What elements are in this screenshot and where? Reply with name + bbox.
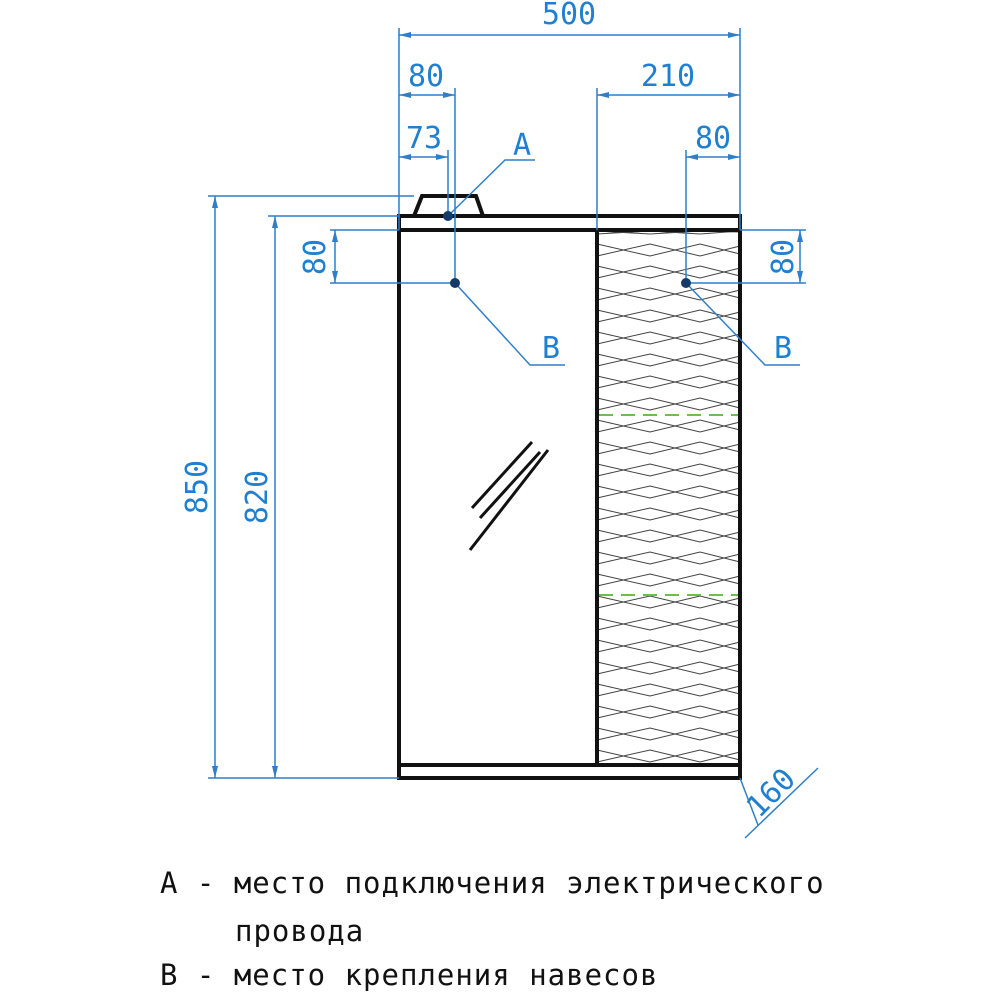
hatch-line (596, 353, 741, 367)
callout-b-right: B (774, 331, 792, 366)
hatch-line (596, 639, 741, 653)
hatch-line (596, 595, 741, 609)
dim-total-height: 850 (180, 460, 215, 514)
hatch-line (596, 551, 741, 565)
hatch-line (596, 727, 741, 741)
dim-depth: 160 (740, 762, 803, 825)
hatch-line (596, 551, 741, 565)
hatch-line (596, 639, 741, 653)
hatch-line (596, 617, 741, 631)
hatch-line (596, 683, 741, 697)
hatch-line (596, 397, 741, 411)
dimension-arrows (212, 32, 803, 778)
hatch-pattern (596, 230, 741, 763)
hatch-line (596, 617, 741, 631)
callout-b-left: B (542, 331, 560, 366)
dim-right-vertical-80: 80 (766, 239, 801, 275)
hatch-line (596, 573, 741, 587)
shelf-guides (599, 414, 738, 596)
dim-right-210: 210 (641, 59, 695, 94)
hatch-line (596, 309, 741, 323)
dim-left-vertical-80: 80 (298, 239, 333, 275)
dim-right-80: 80 (695, 121, 731, 156)
hatch-line (596, 485, 741, 499)
connection-point-a (443, 211, 453, 221)
hatch-line (596, 507, 741, 521)
legend-line-b: В - место крепления навесов (160, 958, 659, 992)
hatch-line (596, 463, 741, 477)
hatch-line (596, 529, 741, 543)
mirror-reflection-icon (468, 440, 550, 551)
hatch-line (596, 331, 741, 345)
hatch-line (596, 265, 741, 279)
hanger-point-b-left (450, 278, 460, 288)
hatch-line (596, 529, 741, 543)
hatch-line (596, 683, 741, 697)
hatch-line (596, 397, 741, 411)
dim-body-height: 820 (240, 470, 275, 524)
lamp (412, 194, 485, 217)
hatch-line (596, 265, 741, 279)
callout-a: A (513, 128, 531, 163)
hatch-line (596, 419, 741, 433)
hatch-line (596, 573, 741, 587)
hatch-line (596, 243, 741, 257)
hatch-line (596, 463, 741, 477)
hatch-line (596, 331, 741, 345)
hatch-line (596, 243, 741, 257)
hatch-line (596, 287, 741, 301)
hatch-line (596, 661, 741, 675)
dim-left-80: 80 (408, 59, 444, 94)
hatch-line (596, 375, 741, 389)
hatch-line (596, 441, 741, 455)
hatch-line (596, 749, 741, 763)
mount-points (443, 211, 691, 288)
hatch-line (596, 230, 741, 235)
hatch-line (596, 287, 741, 301)
hatch-line (596, 749, 741, 763)
hatch-line (596, 375, 741, 389)
hatch-line (596, 705, 741, 719)
hatch-line (596, 419, 741, 433)
hatch-line (596, 353, 741, 367)
hatch-line (596, 595, 741, 609)
dim-left-73: 73 (406, 121, 442, 156)
legend-line-a-cont: провода (235, 914, 365, 948)
cabinet-body (397, 228, 742, 780)
hatch-line (596, 441, 741, 455)
hatch-line (596, 661, 741, 675)
hatch-line (596, 507, 741, 521)
dimension-lines (208, 28, 819, 839)
legend-line-a: А - место подключения электрического (160, 866, 825, 900)
hatch-line (596, 705, 741, 719)
dim-total-width: 500 (542, 0, 596, 32)
hatch-line (596, 485, 741, 499)
hatch-line (596, 727, 741, 741)
hanger-point-b-right (681, 278, 691, 288)
